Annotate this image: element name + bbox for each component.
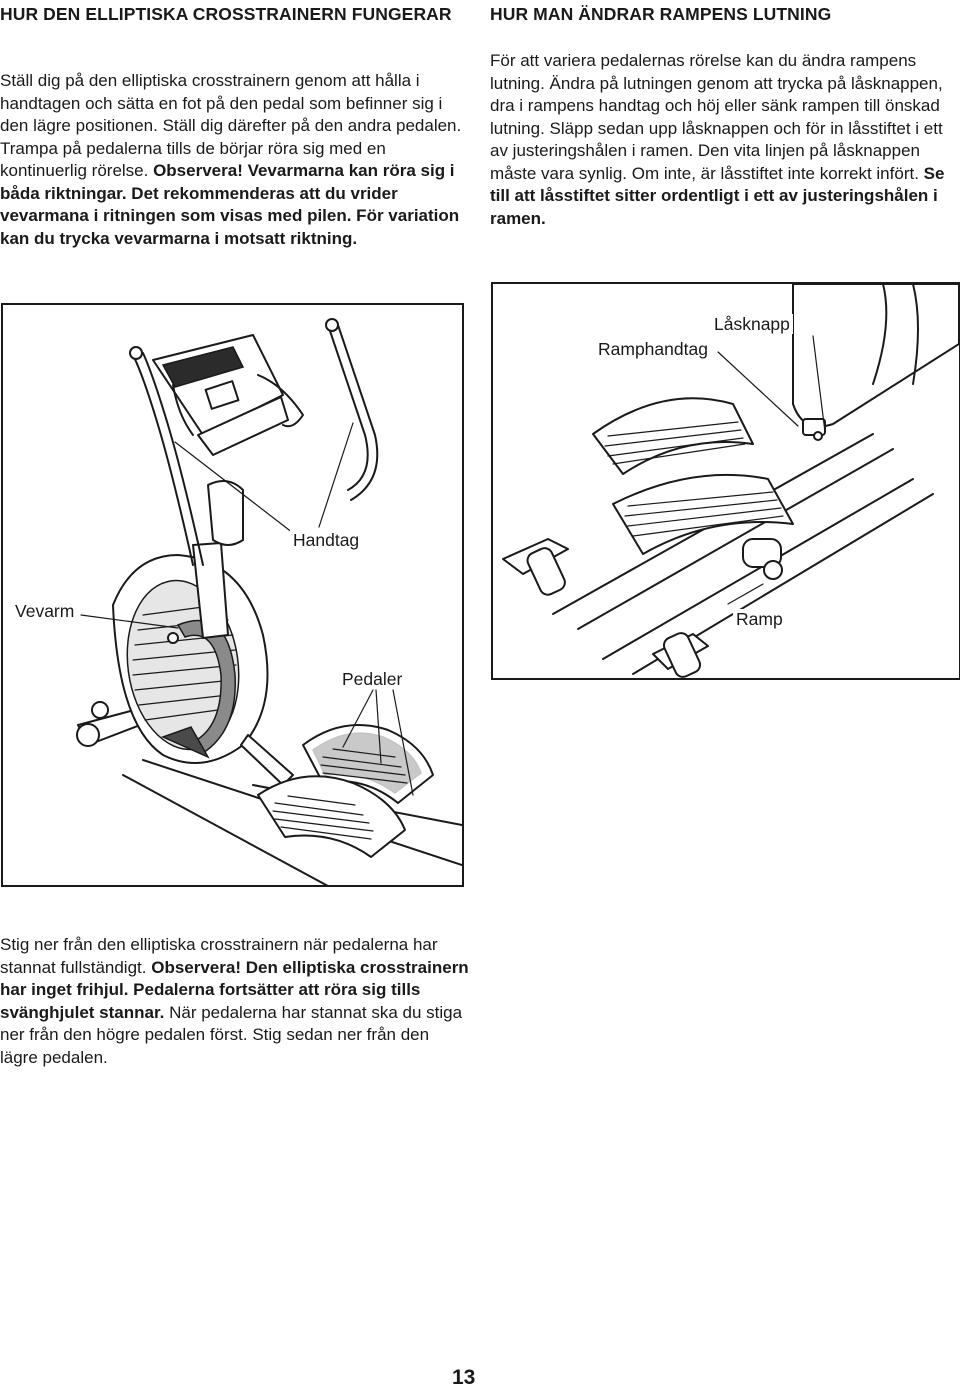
pedals-label: Pedaler xyxy=(339,669,406,689)
lock-button-label: Låsknapp xyxy=(711,314,793,334)
page-number: 13 xyxy=(452,1366,476,1389)
arrow-head-icon xyxy=(160,726,210,759)
crank-arm-label: Vevarm xyxy=(12,601,78,621)
handle-label: Handtag xyxy=(290,530,363,550)
warning-text: Se till att låsstiftet sitter ordentligt… xyxy=(490,163,945,228)
how-it-works-paragraph: Ställ dig på den elliptiska crosstrainer… xyxy=(0,70,466,250)
section-heading-ramp-incline: HUR MAN ÄNDRAR RAMPENS LUTNING xyxy=(490,4,832,24)
paragraph-text: Ställ dig på den elliptiska crosstrainer… xyxy=(0,71,462,180)
upper-pedal xyxy=(592,397,754,475)
elliptical-trainer-illustration: Handtag Vevarm Pedaler xyxy=(1,303,464,887)
paragraph-text-continued: När pedalerna har stannat ska du stiga n… xyxy=(0,1002,463,1067)
ramp-handle-label: Ramphandtag xyxy=(595,339,711,359)
lower-pedal xyxy=(612,473,794,555)
elliptical-trainer-drawing xyxy=(76,318,462,885)
section-heading-how-it-works: HUR DEN ELLIPTISKA CROSSTRAINERN FUNGERA… xyxy=(0,4,452,24)
paragraph-text: Stig ner från den elliptiska crosstraine… xyxy=(0,935,438,977)
warning-text: Observera! Vevarmarna kan röra sig i båd… xyxy=(0,161,460,248)
ramp-detail-illustration: Låsknapp Ramphandtag Ramp xyxy=(491,282,960,680)
dismount-paragraph: Stig ner från den elliptiska crosstraine… xyxy=(0,934,470,1069)
left-pedal xyxy=(302,724,434,804)
warning-text: Observera! Den elliptiska crosstrainern … xyxy=(0,957,469,1022)
paragraph-text: För att variera pedalernas rörelse kan d… xyxy=(490,51,943,183)
right-pedal xyxy=(257,775,406,858)
ramp-incline-paragraph: För att variera pedalernas rörelse kan d… xyxy=(490,50,956,230)
ramp-detail-drawing xyxy=(502,284,959,678)
ramp-label: Ramp xyxy=(733,609,786,629)
